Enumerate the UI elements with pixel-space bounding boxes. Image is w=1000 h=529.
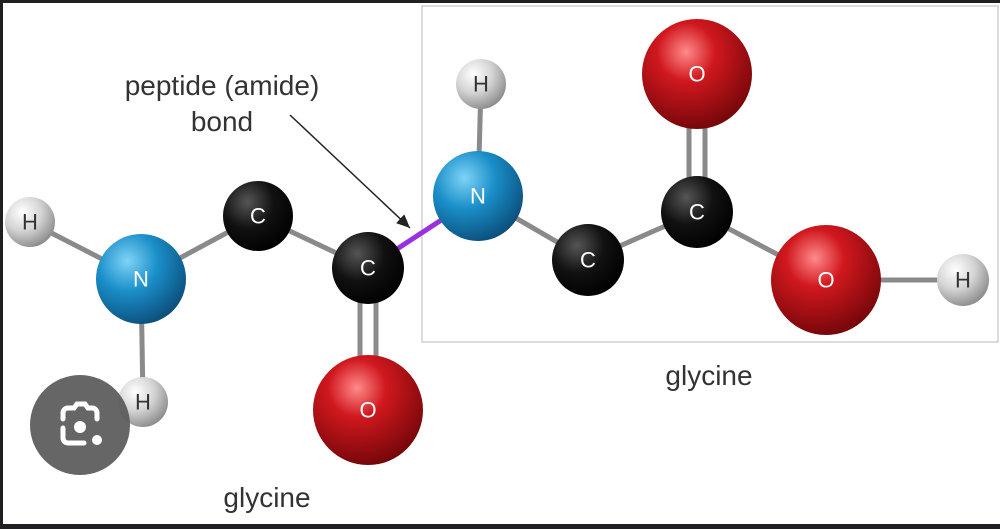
google-lens-icon <box>60 401 102 446</box>
svg-text:O: O <box>359 398 376 423</box>
atom-h4: H <box>937 254 989 306</box>
atom-h3: H <box>456 59 506 109</box>
atom-o3: O <box>771 225 881 335</box>
svg-text:H: H <box>22 210 38 235</box>
atom-n1: N <box>96 234 186 324</box>
svg-text:O: O <box>688 62 705 87</box>
peptide-bond-diagram: H H N C C O H N C C O O H peptide (amide… <box>5 5 999 513</box>
atom-o1: O <box>313 355 423 465</box>
svg-text:C: C <box>360 256 376 281</box>
annotation-arrow <box>289 114 411 229</box>
svg-text:C: C <box>580 248 596 273</box>
label-glycine-right: glycine <box>665 360 752 391</box>
svg-text:C: C <box>689 200 705 225</box>
annotation-line1: peptide (amide) <box>125 70 320 101</box>
atom-o2: O <box>642 19 752 129</box>
atom-c1: C <box>223 181 293 251</box>
atom-c2: C <box>332 232 404 304</box>
svg-text:O: O <box>817 268 834 293</box>
atom-h2: H <box>118 377 168 427</box>
atom-h1: H <box>5 197 55 247</box>
annotation-line2: bond <box>191 106 253 137</box>
atom-c3: C <box>552 224 624 296</box>
image-canvas: H H N C C O H N C C O O H peptide (amide… <box>3 3 1000 524</box>
svg-text:N: N <box>470 184 486 209</box>
svg-text:N: N <box>133 267 149 292</box>
label-glycine-left: glycine <box>223 482 310 513</box>
svg-text:C: C <box>250 204 266 229</box>
svg-text:H: H <box>473 72 489 97</box>
svg-text:H: H <box>955 268 971 293</box>
atom-n2: N <box>433 151 523 241</box>
svg-text:H: H <box>135 390 151 415</box>
right-glycine-box <box>421 5 999 343</box>
google-lens-button[interactable] <box>30 375 130 475</box>
atom-c4: C <box>661 176 733 248</box>
